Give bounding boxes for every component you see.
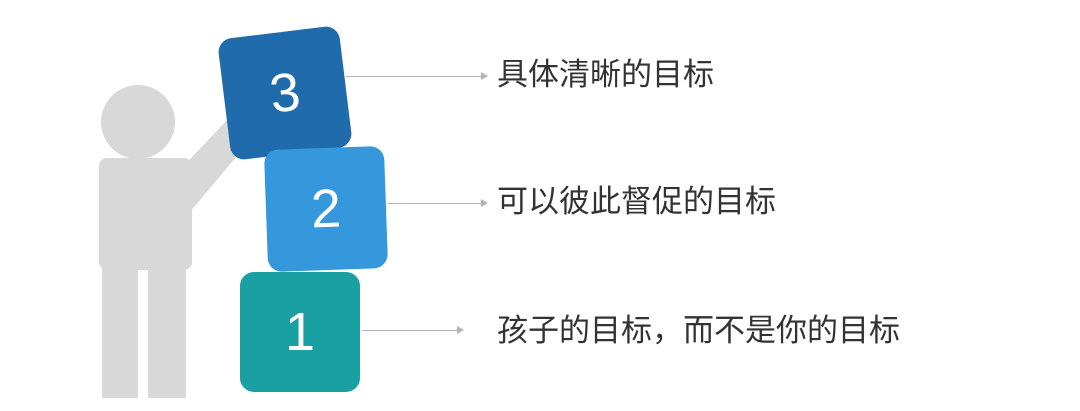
level-3-number: 3 — [266, 61, 304, 125]
level-2-arrow — [388, 199, 488, 207]
level-1-block: 1 — [240, 272, 360, 392]
level-2-block: 2 — [263, 145, 389, 273]
level-3-label: 具体清晰的目标 — [497, 57, 714, 93]
level-3-arrow — [346, 72, 488, 80]
level-2-label: 可以彼此督促的目标 — [497, 184, 776, 220]
level-2-number: 2 — [309, 178, 343, 240]
level-1-arrow — [362, 326, 464, 334]
level-1-label: 孩子的目标，而不是你的目标 — [497, 313, 900, 349]
level-3-block: 3 — [217, 25, 353, 161]
stacking-person-icon — [99, 85, 257, 398]
level-1-number: 1 — [284, 302, 316, 362]
